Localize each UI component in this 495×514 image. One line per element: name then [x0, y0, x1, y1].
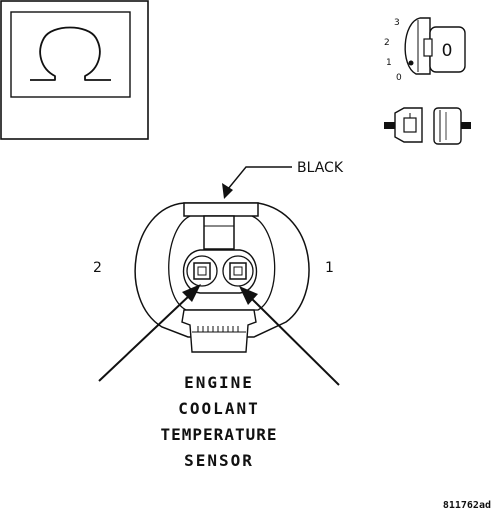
ohmmeter-display [10, 11, 131, 98]
figure-id: 811762ad [443, 500, 491, 511]
disconnect-connector-icon [384, 107, 471, 145]
sensor-connector: 2 1 [93, 202, 334, 353]
wire-color-callout: BLACK [222, 160, 344, 199]
ohmmeter-outer-box [0, 0, 149, 140]
probe-arrow-right [239, 286, 340, 386]
pin-label-2: 2 [93, 260, 102, 276]
ignition-position-3: 3 [394, 18, 400, 28]
sensor-title: ENGINE COOLANT TEMPERATURE SENSOR [161, 373, 278, 470]
probe-arrow-left [98, 284, 201, 382]
omega-icon [30, 26, 111, 81]
title-line-3: TEMPERATURE [161, 425, 278, 444]
pin-label-1: 1 [325, 260, 334, 276]
title-line-4: SENSOR [184, 451, 254, 470]
ignition-position-2: 2 [384, 38, 390, 48]
ohmmeter-symbol [0, 0, 149, 140]
key-label: 0 [442, 41, 453, 61]
wire-color-arrowhead [222, 183, 233, 199]
ignition-position-0: 0 [396, 73, 402, 83]
connector-bottom-lock [181, 309, 257, 353]
connector-top-latch [183, 202, 259, 217]
title-line-2: COOLANT [178, 399, 259, 418]
wire-color-label: BLACK [297, 160, 344, 176]
ignition-switch-icon: 3 2 1 0 0 [384, 17, 466, 83]
ignition-pointer-dot [408, 60, 414, 66]
ignition-position-1: 1 [386, 58, 392, 68]
title-line-1: ENGINE [184, 373, 254, 392]
